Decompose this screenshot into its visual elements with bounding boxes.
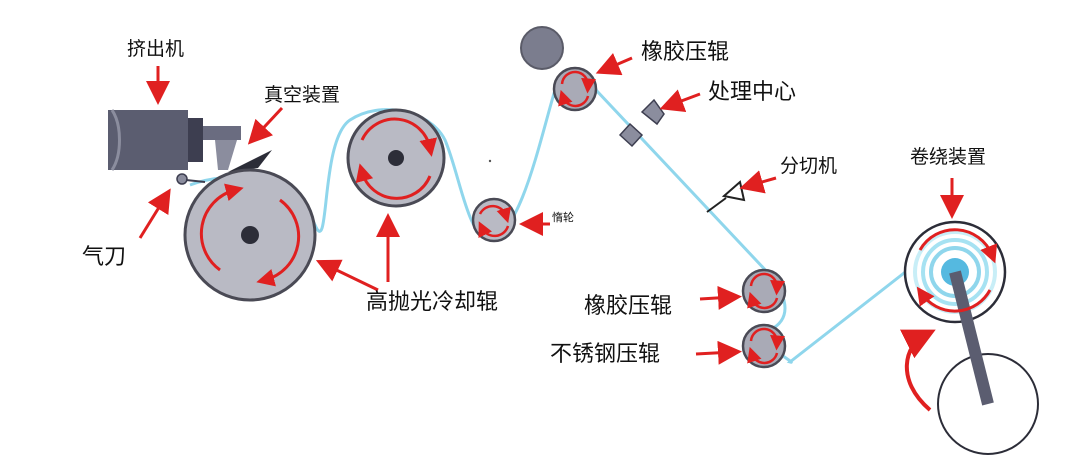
air-knife <box>176 173 206 185</box>
steel-roll <box>741 323 787 369</box>
rubber-roll-top <box>552 66 598 112</box>
label-winder: 卷绕装置 <box>910 146 987 168</box>
arrow-vacuum <box>247 106 284 145</box>
arrow-treatment <box>659 89 701 112</box>
extruder-machine <box>108 109 241 171</box>
treatment-electrode-bottom <box>618 122 644 148</box>
dot-mark <box>488 159 492 163</box>
top-gray-roll <box>520 26 564 70</box>
label-idler: 惰轮 <box>552 211 574 224</box>
arrow-air-knife <box>138 188 171 239</box>
idler-roll <box>471 197 517 243</box>
label-extruder: 挤出机 <box>127 38 185 60</box>
winder-assembly <box>899 220 1039 455</box>
label-treatment-center: 处理中心 <box>708 80 797 105</box>
polish-cooling-roll <box>346 108 446 208</box>
callout-arrows <box>138 53 964 365</box>
main-cooling-roll <box>183 168 317 302</box>
arrow-rubber-top <box>595 53 633 76</box>
slitter-blade <box>706 180 746 213</box>
arrow-cooling-main <box>315 259 379 292</box>
treatment-electrode-top <box>640 98 665 126</box>
rubber-roll-bottom <box>741 268 787 314</box>
label-rubber-roll-top: 橡胶压辊 <box>641 40 730 65</box>
arrow-slitter <box>739 170 777 194</box>
label-steel-roll: 不锈钢压辊 <box>550 342 661 367</box>
vacuum-device <box>228 150 272 172</box>
label-air-knife: 气刀 <box>82 245 127 270</box>
arrow-rubber-bottom <box>699 285 742 310</box>
label-slitter: 分切机 <box>780 155 838 177</box>
label-rubber-roll-bottom: 橡胶压辊 <box>584 294 673 319</box>
label-vacuum-device: 真空装置 <box>264 84 341 106</box>
arrow-steel <box>695 340 742 365</box>
label-polish-cooling-roll: 高抛光冷却辊 <box>366 290 499 315</box>
